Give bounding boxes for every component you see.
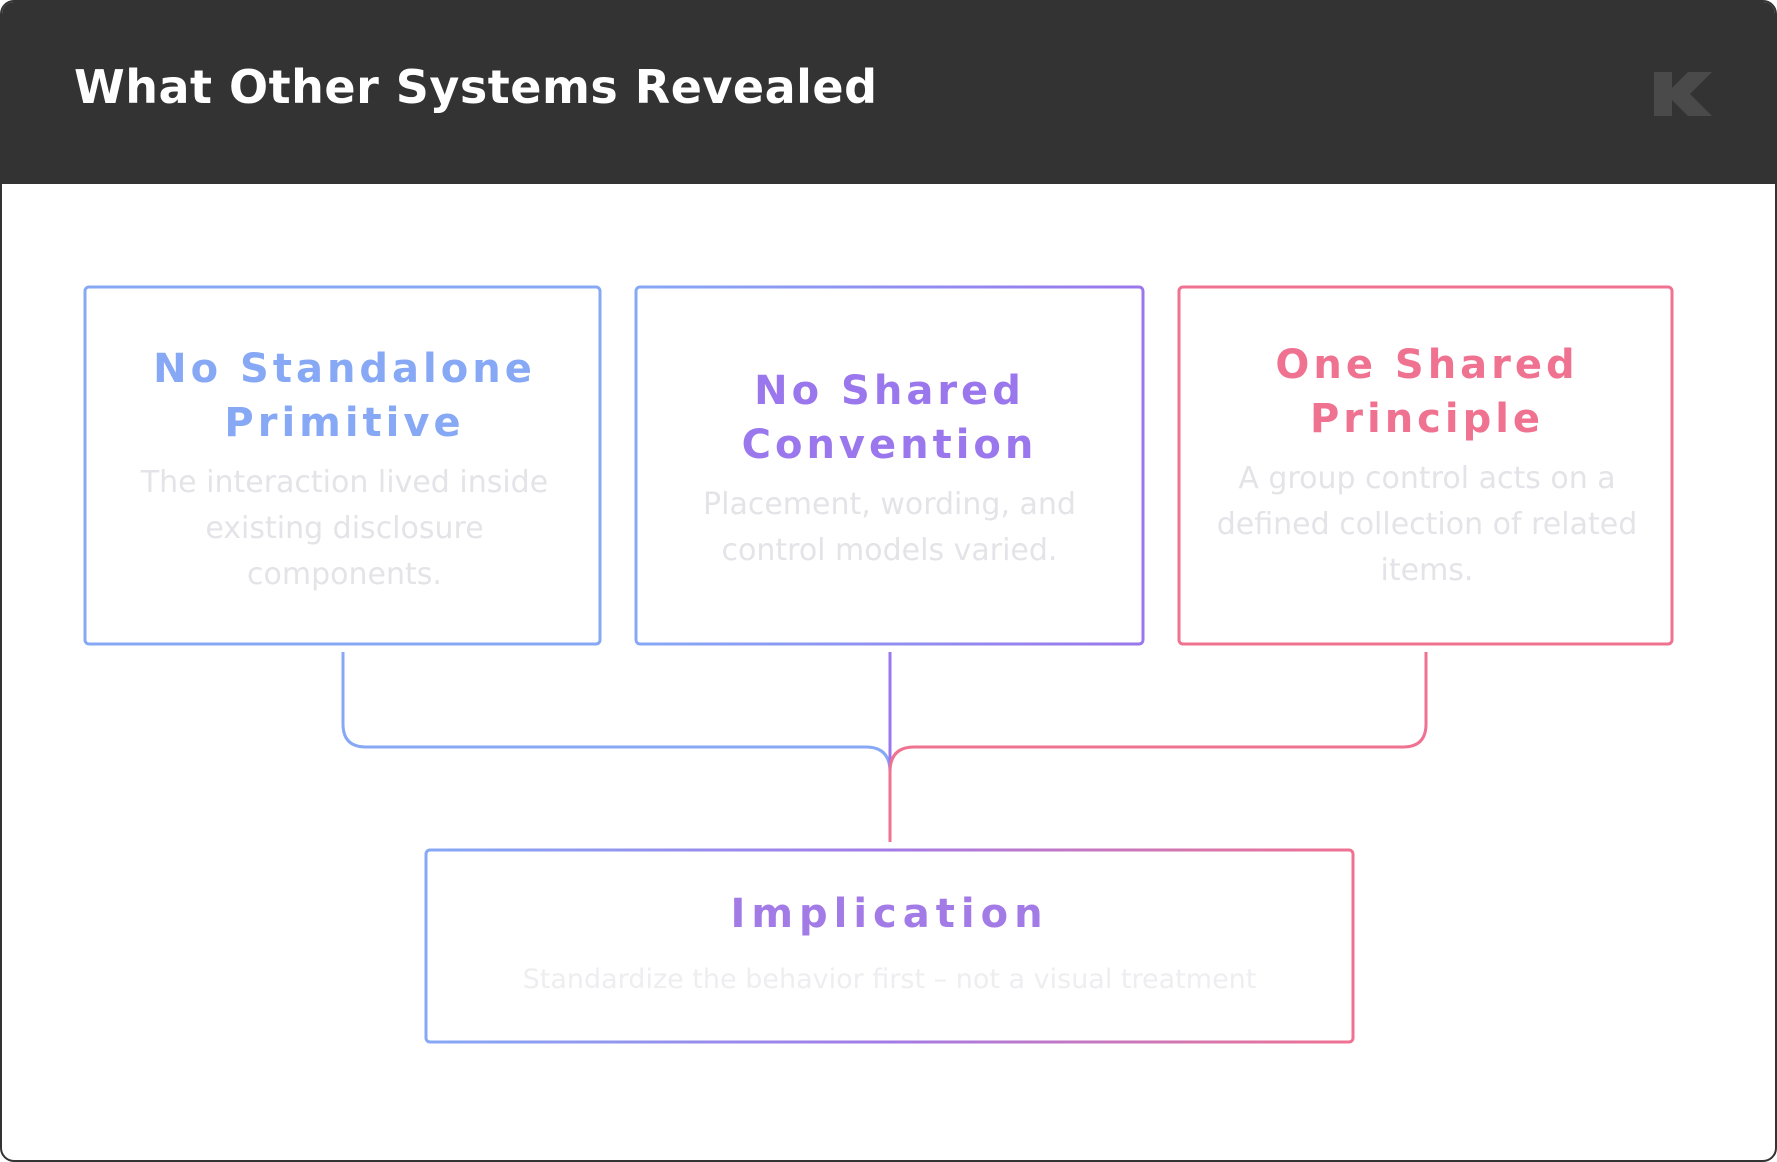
card-body: A group control acts on a defined collec… <box>1216 461 1638 588</box>
implication-box <box>424 848 1355 1044</box>
page-title: What Other Systems Revealed <box>74 60 878 114</box>
card-2-box <box>634 285 1145 646</box>
card-no-shared-convention: No Shared Convention Placement, wording,… <box>662 364 1117 574</box>
card-title: No Shared Convention <box>741 368 1038 468</box>
card-3-box <box>1177 285 1674 646</box>
card-body: The interaction lived inside existing di… <box>140 465 549 592</box>
implication-body: Standardize the behavior first – not a v… <box>522 964 1257 995</box>
header-bar: What Other Systems Revealed <box>2 2 1775 184</box>
card-title: No Standalone Primitive <box>153 346 536 446</box>
connector-left <box>341 652 892 773</box>
card-one-shared-principle: One Shared Principle A group control act… <box>1207 338 1647 594</box>
card-implication: Implication Standardize the behavior fir… <box>427 887 1352 1003</box>
card-body: Placement, wording, and control models v… <box>703 487 1076 568</box>
card-title: One Shared Principle <box>1275 342 1579 442</box>
implication-title: Implication <box>730 891 1049 937</box>
connector-right <box>888 652 1428 842</box>
k-logo-icon <box>1654 72 1712 116</box>
card-1-box <box>83 285 602 646</box>
card-no-standalone-primitive: No Standalone Primitive The interaction … <box>112 342 577 598</box>
